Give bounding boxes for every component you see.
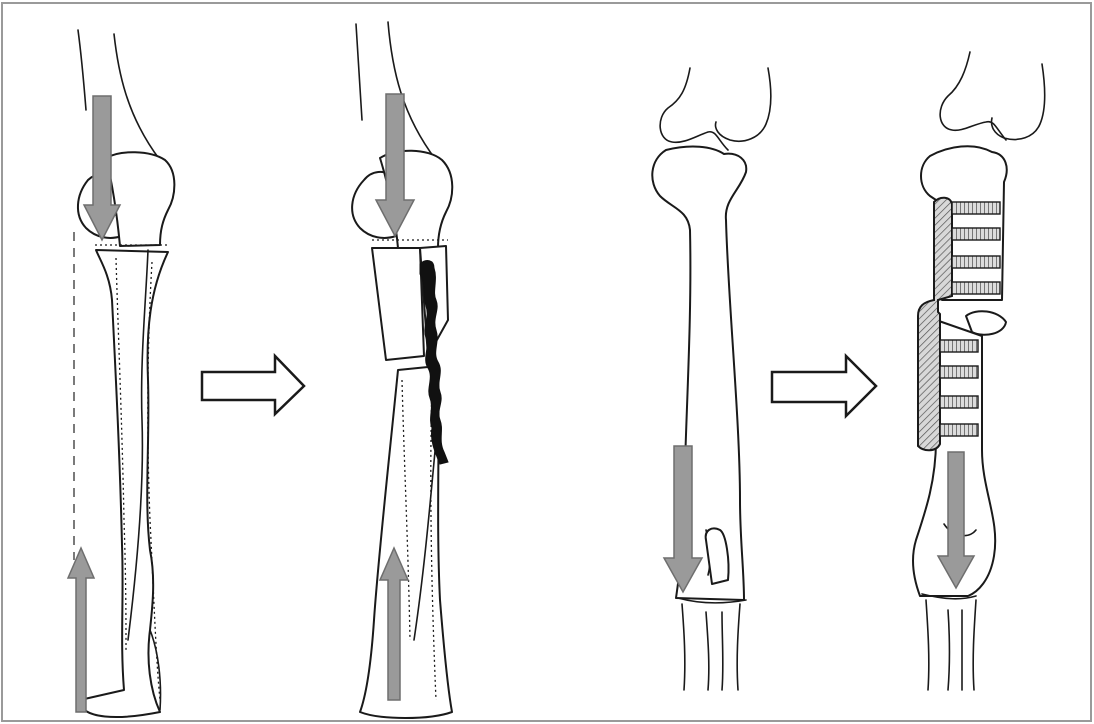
screw-1 [952,202,1000,214]
screw-6 [940,366,978,378]
screw-8 [940,424,978,436]
screw-2 [952,228,1000,240]
screw-7 [940,396,978,408]
screw-5 [940,340,978,352]
fibula-line-2 [722,612,723,690]
screw-4 [952,282,1000,294]
screw-3 [952,256,1000,268]
